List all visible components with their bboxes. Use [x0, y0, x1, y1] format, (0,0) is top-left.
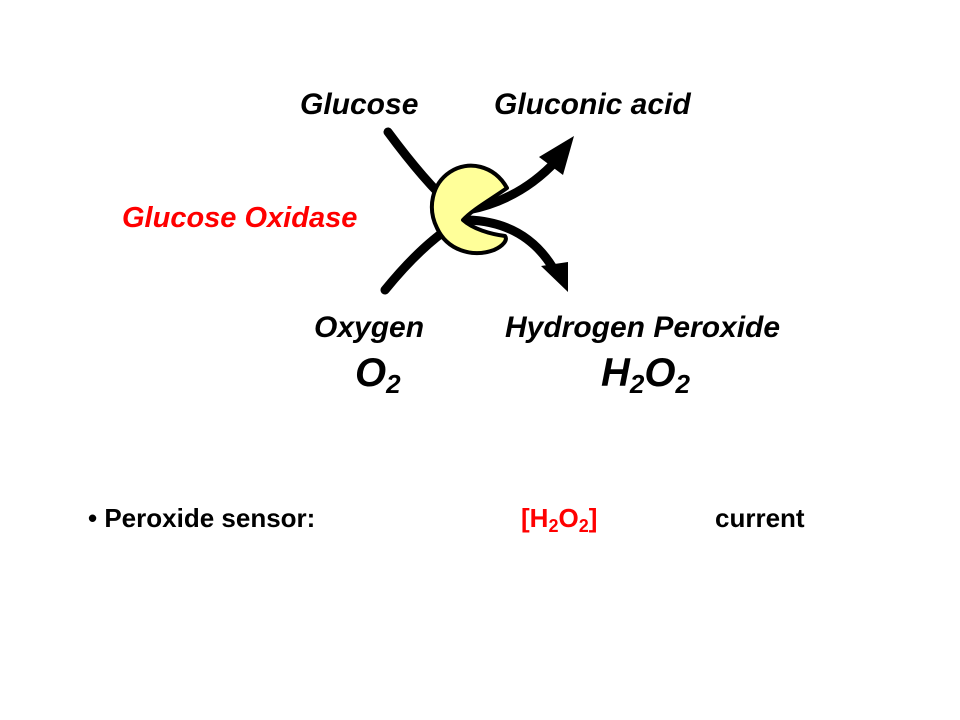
oxygen-formula: O2 — [355, 351, 401, 399]
glucose-label: Glucose — [300, 88, 419, 121]
peroxide-sensor-label: Peroxide sensor: — [104, 503, 316, 533]
hydrogen-peroxide-label: Hydrogen Peroxide — [505, 311, 781, 344]
peroxide-arrow-shaft — [463, 215, 558, 273]
peroxide-sensor-bullet: • Peroxide sensor: — [88, 505, 315, 531]
peroxide-concentration: [H2O2] — [521, 503, 598, 536]
bullet-marker: • — [88, 503, 98, 533]
gluconic-acid-label: Gluconic acid — [494, 88, 691, 121]
peroxide-arrowhead — [541, 262, 568, 292]
glucose-oxidase-label: Glucose Oxidase — [122, 202, 358, 234]
oxygen-label: Oxygen — [314, 311, 425, 344]
enzyme-shape — [429, 163, 509, 255]
hydrogen-peroxide-formula: H2O2 — [601, 351, 690, 399]
current-label: current — [715, 503, 805, 533]
gluconic-acid-arrowhead — [539, 136, 574, 175]
